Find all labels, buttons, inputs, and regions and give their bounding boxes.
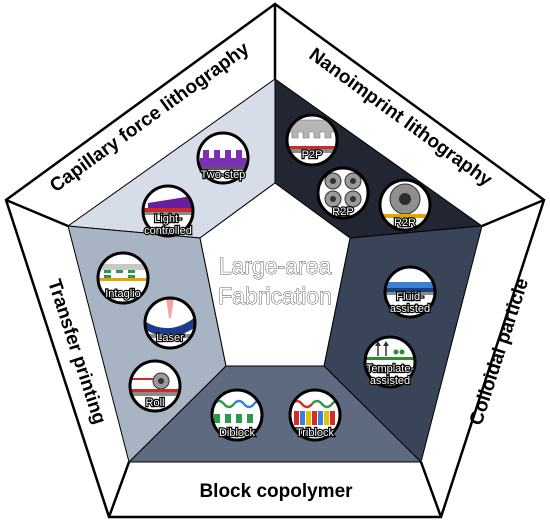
p2p-label: P2P: [302, 149, 323, 161]
roll-stamp-icon: [130, 372, 180, 396]
two-step-mold-icon: [200, 150, 246, 167]
template-assisted-label-line1: Template-: [366, 363, 415, 375]
fluid-assisted-label-line2: assisted: [390, 303, 430, 315]
template-arrows-icon: [365, 341, 415, 360]
intaglio-label: Intaglio: [105, 288, 140, 300]
light-controlled-wedge-icon: [148, 196, 192, 208]
template-assisted-node: Template- assisted: [363, 335, 417, 389]
fluid-assisted-label-line1: Fluid-: [396, 291, 424, 303]
p2p-node: P2P: [285, 113, 339, 167]
r2r-roller-icon: [380, 183, 430, 218]
r2r-node: R2R: [378, 178, 432, 232]
diblock-label: Diblock: [219, 427, 256, 439]
center-title-line2: Fabrication: [218, 283, 332, 309]
center-title-line1: Large-area: [219, 253, 332, 279]
light-controlled-label-line1: Light-: [154, 213, 182, 225]
light-controlled-node: Light- controlled: [141, 184, 195, 238]
two-step-node: Two-step: [196, 131, 250, 185]
r2p-node: R2P: [316, 166, 370, 220]
r2r-label: R2R: [394, 217, 416, 229]
light-controlled-label-line2: controlled: [144, 225, 192, 237]
r2p-label: R2P: [332, 206, 353, 218]
diblock-node: Diblock: [210, 388, 264, 442]
laser-label: Laser: [156, 332, 184, 344]
fluid-assisted-node: Fluid- assisted: [383, 265, 437, 319]
triblock-label: Triblock: [296, 427, 335, 439]
roll-node: Roll: [128, 359, 182, 413]
template-assisted-label-line2: assisted: [370, 375, 410, 387]
section-dividers: [5, 4, 545, 518]
roll-label: Roll: [146, 397, 165, 409]
p2p-stamp-icon: [288, 119, 336, 139]
intaglio-node: Intaglio: [96, 251, 150, 305]
laser-beam-icon: [166, 298, 174, 318]
triblock-node: Triblock: [288, 388, 342, 442]
block-copolymer-title: Block copolymer: [199, 481, 353, 502]
intaglio-plate-icon: [98, 264, 148, 281]
laser-node: Laser: [143, 296, 197, 350]
two-step-label: Two-step: [201, 169, 246, 181]
center-pentagon: [199, 182, 351, 367]
r2p-rollers-icon: [324, 172, 362, 208]
fluid-layer-icon: [385, 282, 435, 288]
